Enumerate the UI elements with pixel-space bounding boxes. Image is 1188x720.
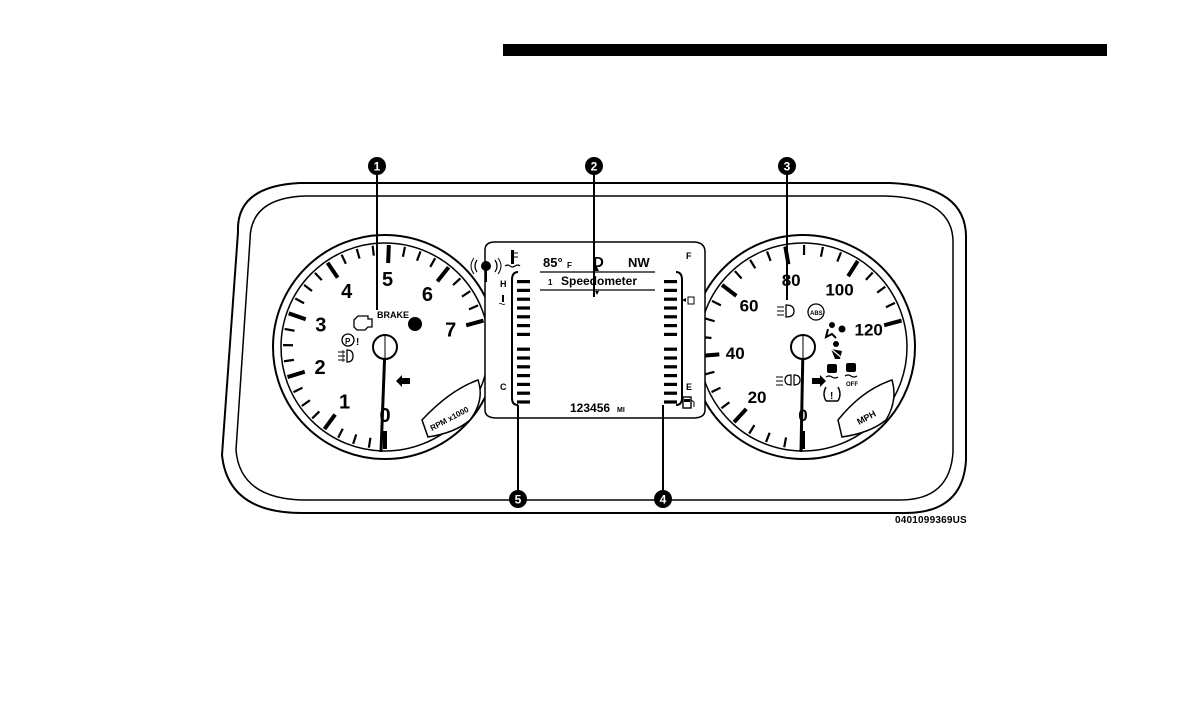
fuel-full-label: F xyxy=(686,251,692,261)
temperature-bar-segment xyxy=(517,392,530,395)
speedometer-number: 60 xyxy=(740,297,759,316)
temperature-bar-segment xyxy=(517,280,530,283)
fuel-bar-segment xyxy=(664,356,677,359)
svg-text:P: P xyxy=(345,337,351,346)
svg-text:OFF: OFF xyxy=(846,382,858,388)
speedometer-number: 80 xyxy=(782,271,801,290)
fuel-bar-segment xyxy=(664,400,677,403)
svg-text:5: 5 xyxy=(515,493,522,507)
svg-text:4: 4 xyxy=(660,493,667,507)
menu-index: 1 xyxy=(548,278,553,287)
odometer-value: 123456 xyxy=(570,401,610,415)
temp-high-label: H xyxy=(500,279,507,289)
tachometer-number: 3 xyxy=(315,315,326,337)
callout-5: 5 xyxy=(509,490,527,508)
temperature-bar-segment xyxy=(517,356,530,359)
temperature-bar-segment xyxy=(517,374,530,377)
svg-text:!: ! xyxy=(356,337,359,348)
svg-text:!: ! xyxy=(830,391,833,402)
tachometer-tick xyxy=(373,246,374,256)
fuel-bar-segment xyxy=(664,315,677,318)
fuel-bar-segment xyxy=(664,348,677,351)
menu-title: Speedometer xyxy=(561,274,637,288)
fuel-bar-segment xyxy=(664,324,677,327)
callout-4: 4 xyxy=(654,490,672,508)
brake-warning-dot xyxy=(408,317,422,331)
tachometer-number: 2 xyxy=(314,357,325,379)
tachometer-number: 5 xyxy=(382,269,393,291)
fuel-bar-segment xyxy=(664,298,677,301)
compass-heading: NW xyxy=(628,255,650,270)
temperature-bar-segment xyxy=(517,383,530,386)
svg-text:ABS: ABS xyxy=(810,311,823,317)
temperature-bar-segment xyxy=(517,306,530,309)
temperature-bar-segment xyxy=(517,333,530,336)
figure-code: 0401099369US xyxy=(895,515,967,526)
temp-low-label: C xyxy=(500,382,507,392)
temperature-bar-segment xyxy=(517,289,530,292)
speedometer-number: 100 xyxy=(825,281,853,300)
speedometer-number: 120 xyxy=(854,320,882,339)
tachometer-tick xyxy=(284,360,294,361)
tachometer-number: 7 xyxy=(445,319,456,341)
speedometer-needle xyxy=(801,347,803,452)
tachometer-tick xyxy=(369,438,371,448)
fuel-bar-segment xyxy=(664,289,677,292)
fuel-bar-segment xyxy=(664,306,677,309)
callout-1: 1 xyxy=(368,157,386,175)
outside-temp-value: 85° xyxy=(543,255,563,270)
temperature-bar-segment xyxy=(517,315,530,318)
brake-warning-label: BRAKE xyxy=(377,310,409,320)
svg-text:3: 3 xyxy=(784,160,791,174)
outside-temp-unit: F xyxy=(567,261,572,270)
tachometer-number: 1 xyxy=(339,392,350,414)
speedometer-number: 20 xyxy=(748,388,767,407)
temperature-bar-segment xyxy=(517,324,530,327)
fuel-bar-segment xyxy=(664,280,677,283)
tachometer-number: 4 xyxy=(341,281,353,303)
temperature-bar-segment xyxy=(517,298,530,301)
fuel-bar-segment xyxy=(664,374,677,377)
temperature-bar-segment xyxy=(517,365,530,368)
fuel-bar-segment xyxy=(664,383,677,386)
svg-text:2: 2 xyxy=(591,160,598,174)
fuel-bar-segment xyxy=(664,333,677,336)
svg-text:1: 1 xyxy=(374,160,381,174)
callout-3: 3 xyxy=(778,157,796,175)
tachometer-number: 6 xyxy=(422,284,433,306)
fuel-empty-label: E xyxy=(686,382,692,392)
temperature-bar-segment xyxy=(517,348,530,351)
fuel-bar-segment xyxy=(664,392,677,395)
fuel-bar-segment xyxy=(664,365,677,368)
odometer-unit: MI xyxy=(617,407,625,414)
speedometer-number: 40 xyxy=(726,344,745,363)
temperature-bar-segment xyxy=(517,400,530,403)
tachometer-tick xyxy=(388,245,389,263)
callout-2: 2 xyxy=(585,157,603,175)
